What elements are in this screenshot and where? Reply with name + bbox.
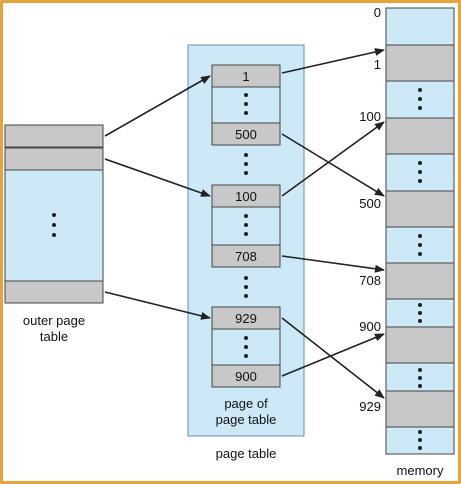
entry-value-708: 708 bbox=[235, 249, 257, 264]
arrow-outer-last-to-table3 bbox=[104, 291, 211, 320]
memory-address-500: 500 bbox=[359, 196, 381, 211]
between-tables-ellipsis-1 bbox=[244, 153, 248, 175]
entry-cell-708 bbox=[211, 244, 281, 268]
entry-cell-1 bbox=[211, 64, 281, 88]
between-tables-ellipsis-2 bbox=[244, 276, 248, 298]
entry-value-1: 1 bbox=[242, 69, 249, 84]
arrow-500-to-memory-500 bbox=[281, 133, 385, 197]
entry-cell-929 bbox=[211, 306, 281, 330]
memory-frame-929 bbox=[385, 390, 455, 428]
outer-ellipsis bbox=[52, 213, 56, 237]
inner-1-ellipsis bbox=[244, 93, 248, 115]
memory-ellipsis bbox=[418, 88, 422, 450]
memory-address-708: 708 bbox=[359, 273, 381, 288]
entry-value-100: 100 bbox=[235, 189, 257, 204]
memory-column: 0 1 100 500 708 900 929 memory bbox=[359, 5, 455, 478]
outer-page-table: outer page table bbox=[4, 124, 104, 344]
memory-frame-708 bbox=[385, 262, 455, 300]
entry-cell-100 bbox=[211, 184, 281, 208]
page-table-label: page table bbox=[216, 446, 277, 461]
arrow-929-to-memory-929 bbox=[281, 317, 385, 399]
memory-address-0: 0 bbox=[374, 5, 381, 20]
memory-frame-100 bbox=[385, 117, 455, 155]
outer-entry-2 bbox=[4, 147, 104, 171]
memory-address-1: 1 bbox=[374, 57, 381, 72]
outer-label-line2: table bbox=[40, 329, 68, 344]
outer-entry-1 bbox=[4, 124, 104, 148]
entry-value-929: 929 bbox=[235, 311, 257, 326]
entry-value-900: 900 bbox=[235, 369, 257, 384]
entry-value-500: 500 bbox=[235, 127, 257, 142]
inner-3-ellipsis bbox=[244, 336, 248, 358]
memory-address-929: 929 bbox=[359, 399, 381, 414]
arrow-100-to-memory-100 bbox=[281, 121, 385, 197]
inner-page-table-2: 100 708 bbox=[211, 184, 281, 268]
memory-frame-500 bbox=[385, 190, 455, 228]
arrows bbox=[104, 48, 385, 399]
arrow-900-to-memory-900 bbox=[281, 333, 385, 377]
memory-address-900: 900 bbox=[359, 319, 381, 334]
inner-page-table-1: 1 500 bbox=[211, 64, 281, 146]
outer-label-line1: outer page bbox=[23, 313, 85, 328]
entry-cell-500 bbox=[211, 122, 281, 146]
entry-cell-900 bbox=[211, 364, 281, 388]
outer-entry-last bbox=[4, 280, 104, 304]
inner-2-ellipsis bbox=[244, 214, 248, 236]
inner-page-table-3: 929 900 bbox=[211, 306, 281, 388]
arrow-708-to-memory-708 bbox=[281, 255, 385, 273]
memory-label: memory bbox=[397, 463, 444, 478]
arrow-1-to-memory-1 bbox=[281, 48, 385, 74]
memory-frame-1 bbox=[385, 44, 455, 82]
arrow-outer1-to-table1 bbox=[104, 75, 211, 137]
page-of-page-table-line1: page of bbox=[224, 396, 268, 411]
arrow-outer2-to-table2 bbox=[104, 158, 211, 197]
memory-frame-900 bbox=[385, 326, 455, 364]
page-of-page-table-line2: page table bbox=[216, 412, 277, 427]
memory-address-100: 100 bbox=[359, 109, 381, 124]
